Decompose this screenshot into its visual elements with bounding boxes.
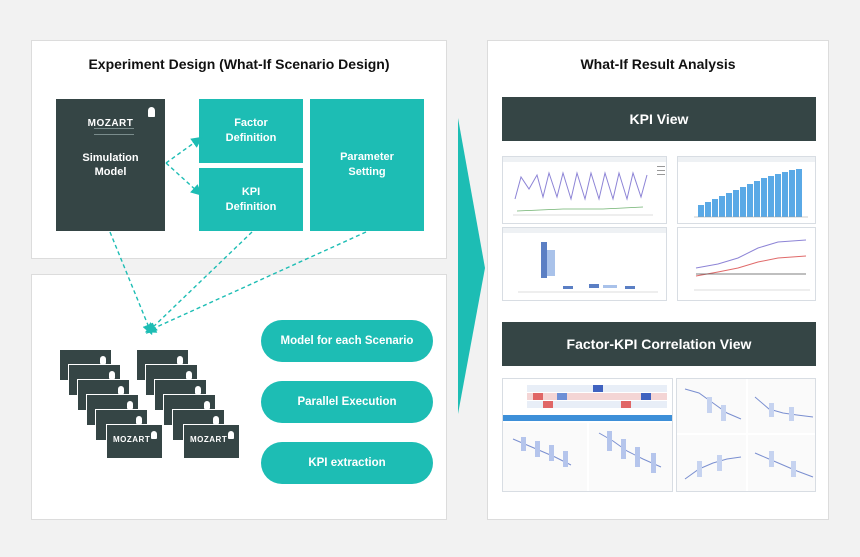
parameter-setting-line1: Parameter (340, 151, 394, 164)
kpi-cumulative-chart-thumbnail (677, 156, 816, 224)
step-kpi-extraction: KPI extraction (261, 442, 433, 484)
factor-definition-line2: Definition (225, 132, 277, 144)
kpi-definition-line1: KPI (241, 185, 261, 198)
scenario-card-logo: MOZART (113, 435, 151, 444)
mozart-logo-icon (148, 107, 155, 117)
parameter-setting-box: Parameter Setting (310, 99, 424, 231)
scenario-card-front: MOZART (183, 424, 240, 459)
simulation-label-line2: Model (94, 166, 127, 178)
simulation-label-line1: Simulation (82, 152, 139, 164)
simulation-model-box: MOZART Simulation Model (56, 99, 165, 231)
flow-arrow-icon (458, 118, 485, 414)
step-model-per-scenario: Model for each Scenario (261, 320, 433, 362)
factor-kpi-correlation-view-bar: Factor-KPI Correlation View (502, 322, 816, 366)
mozart-logo-tagline (94, 128, 134, 135)
step-parallel-execution: Parallel Execution (261, 381, 433, 423)
result-analysis-title: What-If Result Analysis (580, 56, 736, 72)
factor-definition-box: Factor Definition (199, 99, 303, 163)
correlation-heatmap-thumbnail (502, 378, 673, 492)
kpi-definition-box: KPI Definition (199, 168, 303, 231)
scenario-card-front: MOZART (106, 424, 163, 459)
kpi-view-bar: KPI View (502, 97, 816, 141)
kpi-definition-line2: Definition (225, 200, 277, 213)
kpi-boxplot-chart-thumbnail (502, 227, 667, 301)
kpi-line-chart-thumbnail (677, 227, 816, 301)
correlation-regression-thumbnail (676, 378, 816, 492)
scenario-card-logo: MOZART (190, 435, 228, 444)
kpi-timeseries-chart-thumbnail (502, 156, 667, 224)
experiment-design-title: Experiment Design (What-If Scenario Desi… (88, 56, 390, 72)
factor-definition-line1: Factor (234, 117, 268, 130)
mozart-logo-text: MOZART (87, 118, 134, 129)
parameter-setting-line2: Setting (348, 166, 386, 178)
